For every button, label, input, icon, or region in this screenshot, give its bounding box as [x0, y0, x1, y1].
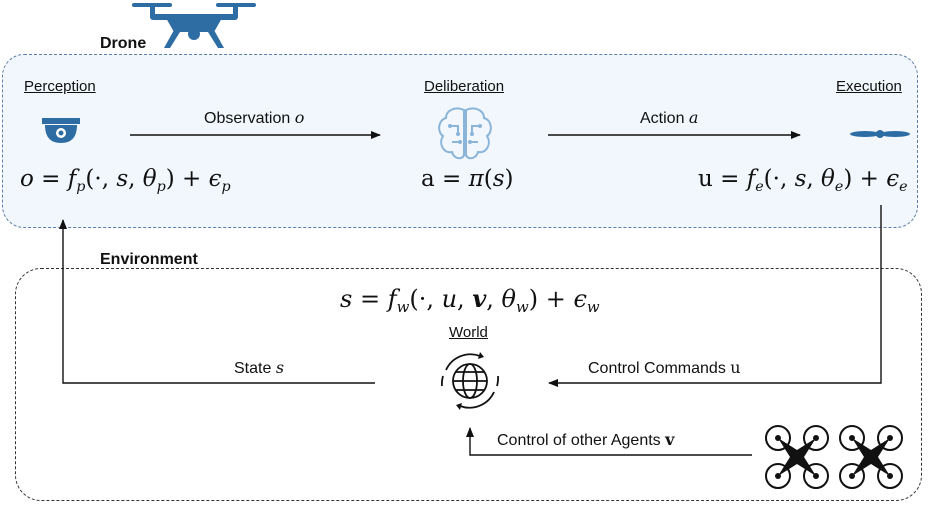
- camera-icon: [42, 118, 80, 143]
- quadcopter-icon: [839, 425, 903, 489]
- perception-equation: o = fp(·, s, θp) + ϵp: [20, 166, 231, 195]
- world-icon: [441, 352, 499, 410]
- drone-icon: [132, 3, 256, 48]
- action-symbol: a: [688, 108, 699, 127]
- environment-title: Environment: [100, 251, 198, 268]
- world-heading: World: [449, 324, 488, 341]
- propeller-icon: [850, 130, 910, 138]
- quadcopter-icon: [765, 425, 829, 489]
- observation-symbol: o: [294, 108, 305, 127]
- state-symbol: s: [275, 358, 285, 377]
- brain-icon: [438, 107, 492, 160]
- other-agents-label: Control of other Agents v: [497, 430, 675, 449]
- drone-title: Drone: [100, 35, 147, 52]
- other-agents-symbol: v: [665, 430, 675, 449]
- perception-heading: Perception: [24, 78, 96, 95]
- state-arrow: [59, 219, 375, 384]
- execution-equation: u = fe(·, s, θe) + ϵe: [698, 166, 908, 195]
- deliberation-equation: a = π(s): [421, 166, 514, 192]
- environment-container: [15, 268, 922, 501]
- environment-equation: s = fw(·, u, v, θw) + ϵw: [340, 284, 600, 317]
- other-agents-arrow: [466, 427, 752, 456]
- action-label: Action a: [640, 108, 699, 127]
- control-commands-arrow: [548, 205, 882, 387]
- deliberation-heading: Deliberation: [424, 78, 505, 95]
- execution-heading: Execution: [836, 78, 902, 95]
- observation-label: Observation o: [204, 108, 305, 127]
- control-commands-label: Control Commands u: [588, 358, 741, 377]
- state-label: State s: [234, 358, 285, 377]
- control-commands-symbol: u: [730, 358, 741, 377]
